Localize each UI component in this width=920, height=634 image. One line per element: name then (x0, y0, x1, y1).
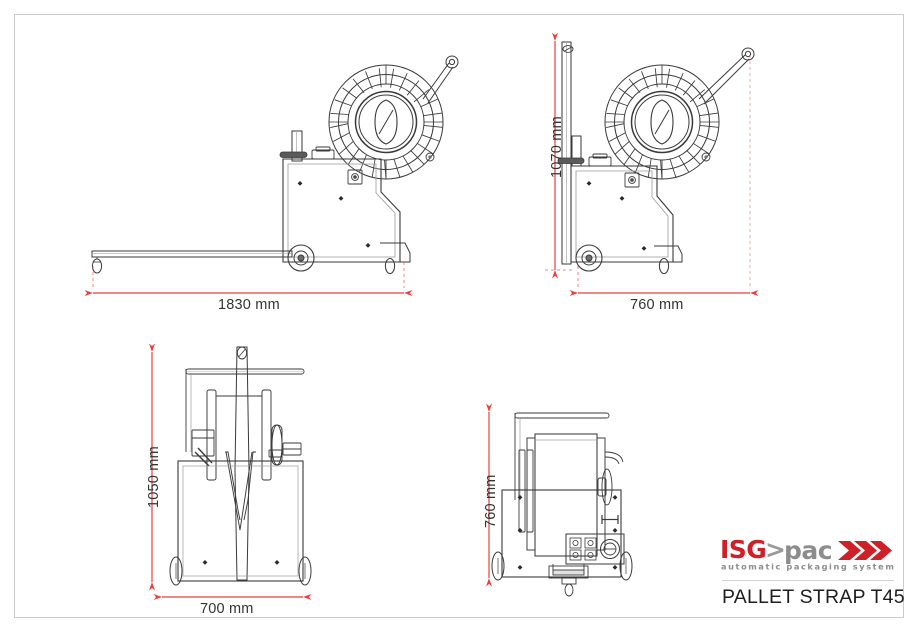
strap-chute (225, 451, 256, 531)
view-side-extended (84, 55, 459, 296)
isgpack-logo: ISG > pac automatic packaging system (720, 536, 895, 572)
caster-wheel-right (380, 242, 411, 274)
dimension-760-horizontal (569, 55, 759, 296)
model-name: PALLET STRAP T45 (722, 586, 905, 608)
cabinet-front (177, 460, 304, 582)
mast-handle-2 (557, 135, 612, 167)
dimension-label-1070: 1070 mm (549, 116, 565, 178)
reel-mount-bracket (347, 169, 363, 185)
view-rear (486, 403, 633, 597)
reel-handle-arm (422, 55, 459, 104)
caster-wheel-right-2 (654, 245, 683, 274)
handle-bar-rear (514, 412, 610, 500)
dimension-1070 (545, 32, 572, 279)
view-side-compact (557, 41, 755, 274)
wheel-front-left (169, 556, 183, 586)
dimension-label-1830: 1830 mm (218, 297, 280, 313)
reel-lock-knob-2 (701, 152, 711, 162)
wheel-rear-left (491, 551, 505, 581)
title-block: ISG > pac automatic packaging system PAL… (718, 536, 905, 618)
dimension-label-700: 700 mm (200, 601, 254, 617)
sheet-border (14, 14, 904, 618)
dimension-1830 (84, 262, 413, 296)
side-roller-rear (597, 468, 613, 506)
reel-lock-knob (425, 152, 435, 162)
strap-reel-cage (328, 64, 444, 180)
bowtie-symbol (601, 515, 619, 524)
pedal-assembly (548, 564, 589, 597)
reel-frame-front (206, 389, 283, 481)
dimension-label-760-rear: 760 mm (483, 474, 499, 528)
logo-tagline: automatic packaging system (721, 562, 895, 572)
control-panel[interactable] (565, 533, 625, 565)
vertical-mast (561, 41, 574, 265)
caster-wheel-left (91, 257, 103, 274)
main-wheel-2 (575, 244, 603, 272)
wheel-rear-right (619, 551, 633, 581)
handle-bar-front (185, 368, 305, 452)
wheel-front-right (298, 556, 312, 586)
reel-handle-arm-2 (698, 47, 755, 105)
reel-mount-bracket-2 (624, 172, 640, 188)
logo-pac: pac (784, 536, 832, 565)
view-front (149, 343, 312, 600)
strap-reel-cage-2 (604, 64, 720, 180)
logo-chevron: > (765, 536, 786, 564)
base-extension-bar (91, 250, 293, 258)
title-divider (722, 580, 894, 581)
electrical-box-front (268, 442, 302, 458)
machine-body-2 (570, 165, 674, 263)
mast-column-front (234, 346, 250, 581)
mast-and-handle (279, 130, 335, 162)
reel-support-bars (518, 449, 624, 533)
dimension-label-1050: 1050 mm (146, 446, 162, 508)
main-wheel (287, 244, 315, 272)
dimension-label-760-depth: 760 mm (630, 297, 684, 313)
logo-isg: ISG (720, 536, 766, 564)
logo-double-chevron (838, 541, 892, 560)
